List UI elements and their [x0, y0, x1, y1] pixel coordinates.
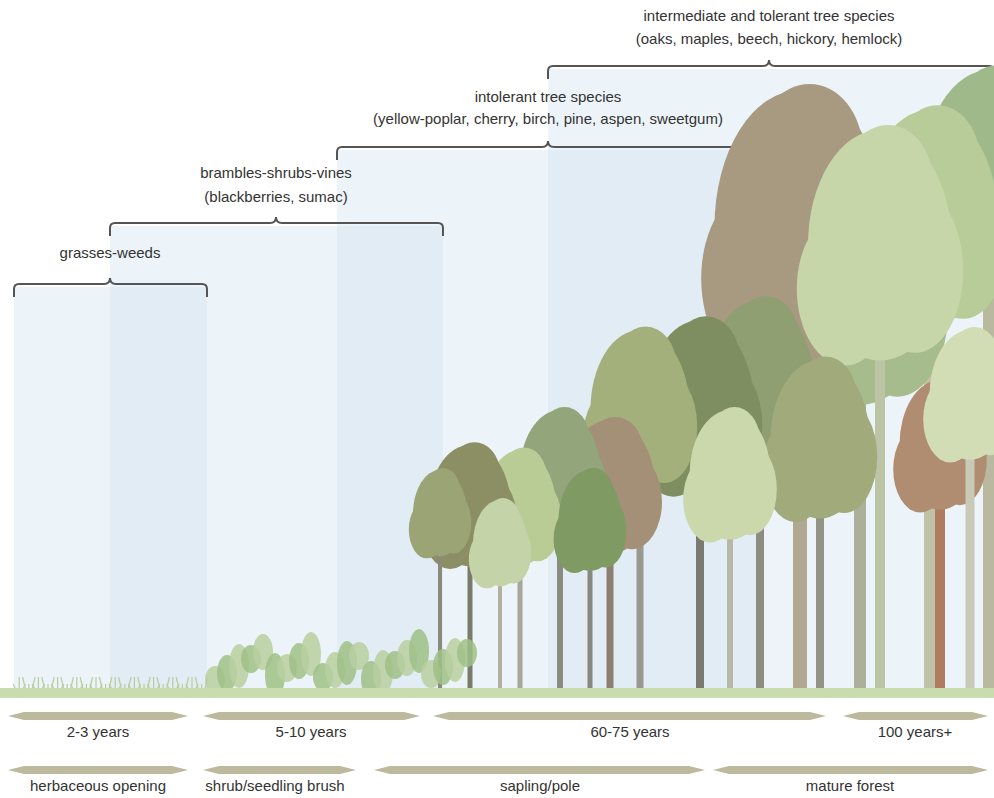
- stage-bands: [14, 69, 994, 697]
- stage-heading: intermediate and tolerant tree species: [644, 7, 895, 25]
- trees: [409, 65, 994, 690]
- stage-label: mature forest: [806, 777, 894, 795]
- duration-label: 5-10 years: [276, 723, 347, 741]
- ground: [0, 688, 994, 698]
- species-list: (oaks, maples, beech, hickory, hemlock): [636, 30, 903, 48]
- species-list: (blackberries, sumac): [204, 188, 347, 206]
- span-arrows: [8, 712, 988, 774]
- duration-label: 100 years+: [878, 723, 953, 741]
- stage-label: herbaceous opening: [30, 777, 166, 795]
- species-list: (yellow-poplar, cherry, birch, pine, asp…: [373, 110, 723, 128]
- stage-label: sapling/pole: [500, 777, 580, 795]
- stage-heading: grasses-weeds: [60, 244, 161, 262]
- stage-heading: intolerant tree species: [475, 88, 622, 106]
- duration-label: 2-3 years: [67, 723, 130, 741]
- stage-label: shrub/seedling brush: [205, 777, 344, 795]
- duration-label: 60-75 years: [590, 723, 669, 741]
- shrubs-grasses: [13, 629, 477, 697]
- stage-heading: brambles-shrubs-vines: [200, 164, 352, 182]
